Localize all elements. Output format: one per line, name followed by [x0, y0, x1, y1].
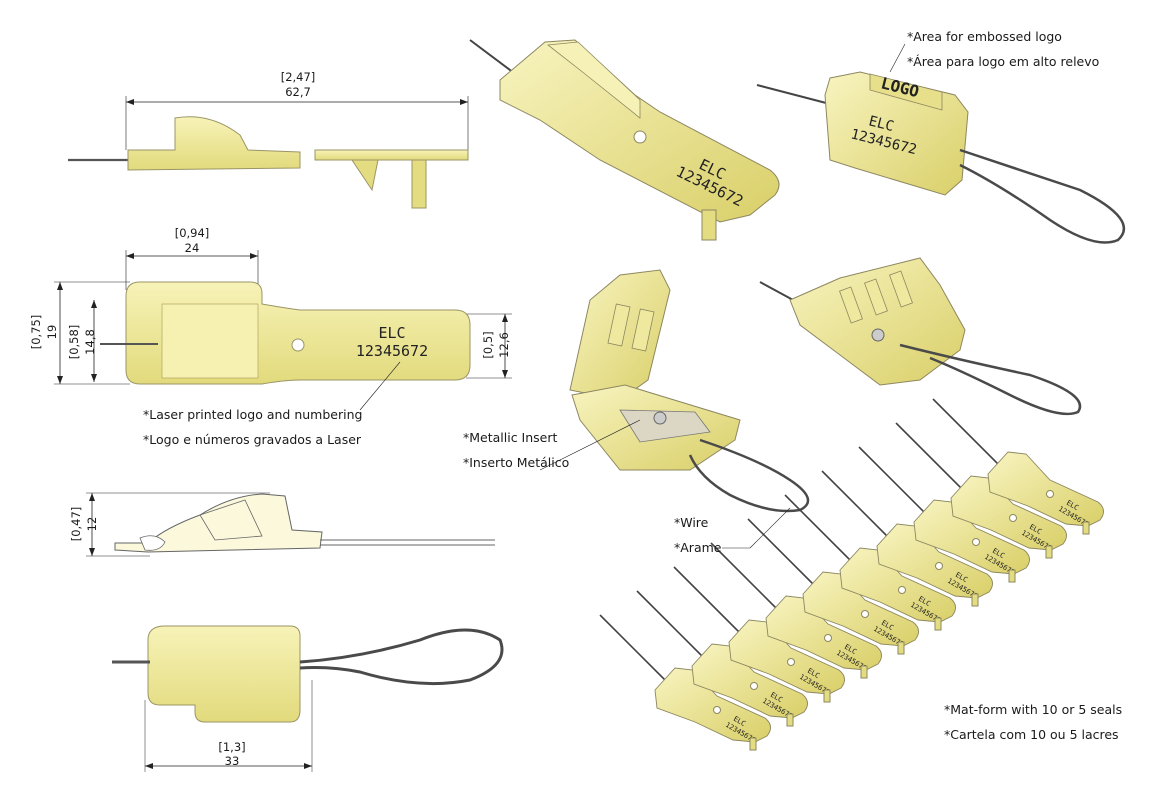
inner-inch-label: [0,58]	[67, 324, 81, 360]
profile-inch-label: [0,47]	[69, 506, 83, 542]
mat-seal-peg	[897, 641, 905, 655]
height-inch-label: [0,75]	[29, 314, 43, 350]
mat-seal-hole	[935, 562, 943, 570]
loop-view	[112, 625, 504, 772]
mat-seal-body	[950, 475, 1067, 551]
mat-seal-body	[654, 667, 771, 743]
mat-seal-hole	[1009, 514, 1017, 522]
wire-note-pt: *Arame	[674, 540, 722, 555]
tab-inch-label: [0,5]	[481, 331, 495, 359]
loop-mm-label: 33	[224, 754, 240, 768]
height-mm-label: 19	[45, 324, 59, 340]
mat-seal-body	[802, 571, 919, 647]
laser-note-pt: *Logo e números gravados a Laser	[143, 432, 362, 447]
loop-inch-label: [1,3]	[218, 740, 246, 754]
mat-seal-peg	[1045, 545, 1053, 559]
top-view-number-mark: 12345672	[356, 342, 428, 360]
mat-seal-wire	[821, 470, 888, 537]
mat-seal-wire	[784, 494, 851, 561]
iso-seal-tab: ELC 12345672	[469, 39, 780, 241]
top-view-company-mark: ELC	[378, 324, 405, 342]
inner-mm-label: 14,8	[83, 329, 97, 355]
mat-seal-hole	[1046, 490, 1054, 498]
mat-seal-hole	[750, 682, 758, 690]
mat-seal-peg	[934, 617, 942, 631]
mat-seal-peg	[786, 713, 794, 727]
mat-seal-hole	[972, 538, 980, 546]
mat-seal-wire	[858, 446, 925, 513]
iso-open-seal	[539, 269, 810, 513]
mat-seal-hole	[713, 706, 721, 714]
body-mm-label: 24	[184, 241, 200, 255]
mat-seal-wire	[747, 518, 814, 585]
body-inch-label: [0,94]	[174, 226, 210, 240]
mat-seal-body	[691, 643, 808, 719]
iso2-company-mark: ELC	[867, 113, 895, 135]
mat-seal-body	[765, 595, 882, 671]
mat-seal-peg	[1082, 521, 1090, 535]
mat-form: ELC12345672ELC12345672ELC12345672ELC1234…	[599, 398, 1104, 751]
top-view: ELC 12345672	[54, 250, 512, 411]
mat-seal-body	[987, 451, 1104, 527]
mat-seal-peg	[823, 689, 831, 703]
mat-seal-wire	[932, 398, 999, 465]
insert-note-pt: *Inserto Metálico	[463, 455, 570, 470]
mat-seal-peg	[749, 737, 757, 751]
mat-seal-wire	[895, 422, 962, 489]
mat-seal-body	[839, 547, 956, 623]
mat-seal-hole	[861, 610, 869, 618]
profile-mm-label: 12	[85, 516, 99, 532]
mat-note-en: *Mat-form with 10 or 5 seals	[944, 702, 1123, 717]
wire-note-en: *Wire	[674, 515, 709, 530]
mat-seal-hole	[898, 586, 906, 594]
mat-seal-peg	[860, 665, 868, 679]
mat-seal-wire	[710, 542, 777, 609]
insert-note-en: *Metallic Insert	[463, 430, 558, 445]
mat-seal-body	[913, 499, 1030, 575]
mat-seal-hole	[824, 634, 832, 642]
length-inch-label: [2,47]	[280, 70, 316, 84]
mat-seal-wire	[673, 566, 740, 633]
tab-mm-label: 12,6	[497, 332, 511, 358]
length-mm-label: 62,7	[285, 85, 311, 99]
mat-seal-body	[728, 619, 845, 695]
mat-seal-body	[876, 523, 993, 599]
mat-seal-wire	[636, 590, 703, 657]
mat-seal-peg	[971, 593, 979, 607]
side-view	[68, 96, 469, 209]
section-view	[86, 492, 495, 557]
laser-note-en: *Laser printed logo and numbering	[143, 407, 363, 422]
emboss-note-en: *Area for embossed logo	[907, 29, 1062, 44]
iso-seal-loop: LOGO ELC 12345672	[756, 43, 1126, 244]
mat-seal-hole	[787, 658, 795, 666]
iso-open-seal-2	[759, 257, 1082, 416]
mat-seal-peg	[1008, 569, 1016, 583]
mat-seal-wire	[599, 614, 666, 681]
emboss-note-pt: *Área para logo em alto relevo	[907, 54, 1100, 69]
mat-note-pt: *Cartela com 10 ou 5 lacres	[944, 727, 1119, 742]
